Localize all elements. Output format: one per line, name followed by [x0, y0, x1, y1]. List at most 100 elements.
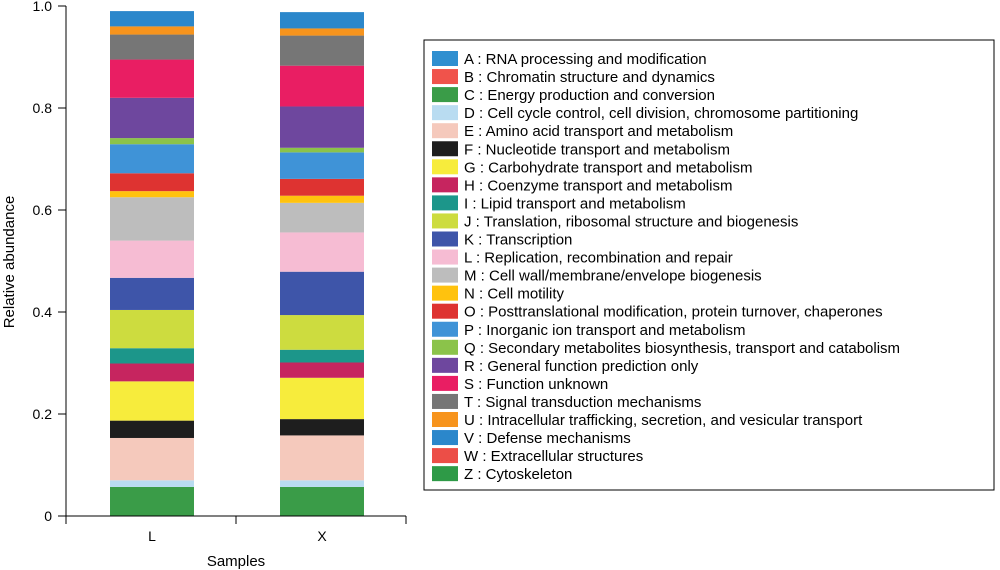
- legend-label: U : Intracellular trafficking, secretion…: [464, 412, 863, 429]
- legend-label: N : Cell motility: [464, 286, 565, 303]
- bar-segment: [280, 28, 364, 36]
- bar-segment: [280, 232, 364, 272]
- legend-swatch: [432, 375, 458, 391]
- legend-label: A : RNA processing and modification: [464, 51, 707, 68]
- bar-segment: [110, 381, 194, 421]
- legend-item: K : Transcription: [432, 231, 572, 249]
- legend-item: J : Translation, ribosomal structure and…: [432, 213, 798, 230]
- bar-segment: [110, 144, 194, 174]
- legend-swatch: [432, 123, 458, 139]
- legend-swatch: [432, 105, 458, 121]
- bar-segment: [280, 35, 364, 66]
- bar-stack-X: [280, 12, 364, 516]
- bar-segment: [280, 65, 364, 107]
- legend-item: N : Cell motility: [432, 285, 565, 303]
- legend-item: L : Replication, recombination and repai…: [432, 250, 733, 267]
- bar-segment: [110, 348, 194, 364]
- bar-segment: [280, 362, 364, 378]
- legend-swatch: [432, 448, 458, 464]
- legend-item: F : Nucleotide transport and metabolism: [432, 141, 730, 158]
- y-tick-label: 0.8: [33, 100, 53, 116]
- legend-label: G : Carbohydrate transport and metabolis…: [464, 159, 752, 176]
- bar-segment: [110, 26, 194, 35]
- legend-item: R : General function prediction only: [432, 357, 699, 375]
- legend-label: D : Cell cycle control, cell division, c…: [464, 105, 858, 122]
- y-tick-label: 0: [44, 508, 52, 524]
- legend-item: M : Cell wall/membrane/envelope biogenes…: [432, 267, 762, 285]
- legend-swatch: [432, 69, 458, 85]
- legend-label: E : Amino acid transport and metabolism: [464, 123, 733, 140]
- legend-swatch: [432, 267, 458, 283]
- bar-segment: [110, 240, 194, 278]
- bar-segment: [280, 480, 364, 487]
- legend-label: B : Chromatin structure and dynamics: [464, 69, 715, 86]
- legend-item: P : Inorganic ion transport and metaboli…: [432, 321, 746, 339]
- legend-swatch: [432, 213, 458, 229]
- bar-segment: [280, 106, 364, 148]
- legend-swatch: [432, 231, 458, 247]
- bar-segment: [110, 138, 194, 145]
- legend-label: S : Function unknown: [464, 376, 608, 393]
- legend-swatch: [432, 321, 458, 337]
- bar-segment: [110, 191, 194, 198]
- legend-item: O : Posttranslational modification, prot…: [432, 303, 883, 321]
- bar-segment: [280, 195, 364, 203]
- legend-label: Q : Secondary metabolites biosynthesis, …: [464, 340, 900, 357]
- bar-segment: [280, 419, 364, 436]
- y-tick-label: 0.6: [33, 202, 53, 218]
- legend-label: T : Signal transduction mechanisms: [464, 394, 701, 411]
- legend-label: F : Nucleotide transport and metabolism: [464, 141, 730, 158]
- legend-item: Z : Cytoskeleton: [432, 466, 572, 483]
- bar-segment: [280, 349, 364, 363]
- legend-item: S : Function unknown: [432, 375, 608, 393]
- legend-label: C : Energy production and conversion: [464, 87, 715, 104]
- legend-item: U : Intracellular trafficking, secretion…: [432, 412, 863, 429]
- y-axis: 00.20.40.60.81.0: [33, 0, 67, 524]
- legend-swatch: [432, 339, 458, 355]
- legend-swatch: [432, 51, 458, 66]
- legend-swatch: [432, 249, 458, 265]
- bar-segment: [280, 152, 364, 179]
- bar-stack-L: [110, 11, 194, 516]
- bar-segment: [110, 11, 194, 27]
- legend-swatch: [432, 141, 458, 157]
- bar-segment: [280, 435, 364, 481]
- legend-swatch: [432, 466, 458, 482]
- legend-label: H : Coenzyme transport and metabolism: [464, 177, 732, 194]
- legend-label: O : Posttranslational modification, prot…: [464, 304, 883, 321]
- legend-swatch: [432, 177, 458, 193]
- legend-item: G : Carbohydrate transport and metabolis…: [432, 159, 752, 176]
- x-tick-label: X: [317, 528, 327, 544]
- legend-swatch: [432, 159, 458, 175]
- legend-item: H : Coenzyme transport and metabolism: [432, 177, 732, 194]
- bar-segment: [110, 173, 194, 192]
- legend-swatch: [432, 393, 458, 409]
- bar-segment: [280, 12, 364, 29]
- bar-segment: [110, 420, 194, 438]
- legend-label: R : General function prediction only: [464, 358, 699, 375]
- bar-segment: [110, 97, 194, 139]
- legend-swatch: [432, 87, 458, 103]
- legend-swatch: [432, 412, 458, 427]
- bar-segment: [280, 377, 364, 420]
- plot-area: [110, 11, 364, 516]
- bar-segment: [110, 437, 194, 481]
- legend-label: I : Lipid transport and metabolism: [464, 195, 686, 212]
- x-axis-title: Samples: [207, 553, 265, 570]
- bar-segment: [110, 34, 194, 60]
- bar-segment: [110, 363, 194, 382]
- legend-label: W : Extracellular structures: [464, 448, 643, 465]
- legend-item: C : Energy production and conversion: [432, 87, 715, 104]
- legend-swatch: [432, 357, 458, 373]
- bar-segment: [280, 178, 364, 196]
- legend-item: D : Cell cycle control, cell division, c…: [432, 105, 858, 122]
- legend-swatch: [432, 285, 458, 301]
- bar-segment: [110, 480, 194, 487]
- bar-segment: [280, 486, 364, 516]
- legend-item: V : Defense mechanisms: [432, 430, 631, 447]
- legend-swatch: [432, 195, 458, 211]
- legend-label: Z : Cytoskeleton: [464, 466, 572, 483]
- bar-segment: [280, 271, 364, 316]
